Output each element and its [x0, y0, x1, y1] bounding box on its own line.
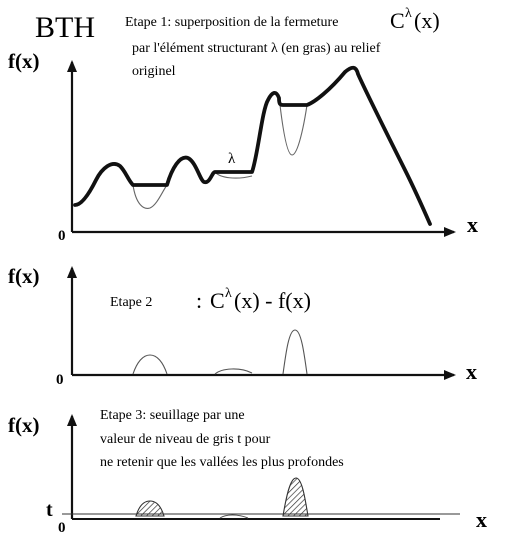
residue-bump-3	[282, 329, 308, 375]
step1-caption-line3: originel	[132, 64, 176, 79]
step2-colon: :	[196, 288, 202, 313]
thresholded-valley-2	[282, 477, 309, 517]
bth-logo: BTH	[35, 11, 95, 44]
panel1-origin-label: 0	[58, 228, 66, 244]
panel-1: f(x) 0 x λ	[8, 49, 478, 244]
threshold-label: t	[46, 499, 53, 521]
closure-superscript: λ	[405, 6, 412, 21]
thresholded-valley-1	[135, 500, 165, 517]
residue-bump-1	[132, 354, 168, 375]
step2-formula-c: C	[210, 288, 225, 313]
panel1-y-axis-label: f(x)	[8, 49, 39, 73]
panel3-y-axis-label: f(x)	[8, 413, 39, 437]
panel3-origin-label: 0	[58, 520, 66, 536]
panel2-y-axis-label: f(x)	[8, 264, 39, 288]
step1-caption-line2: par l'élément structurant λ (en gras) au…	[132, 41, 381, 56]
lambda-label: λ	[228, 151, 236, 167]
residue-bump-small	[219, 514, 249, 519]
panel-3: f(x) 0 t x Etape 3: seuillage par une va…	[8, 408, 487, 536]
panel2-x-axis-label: x	[466, 359, 477, 384]
panel1-x-axis-label: x	[467, 212, 478, 237]
step1-caption-line1: Etape 1: superposition de la fermeture	[125, 15, 338, 30]
step2-formula-superscript: λ	[225, 286, 232, 301]
step3-caption-line3: ne retenir que les vallées les plus prof…	[100, 455, 344, 470]
closure-argument: (x)	[414, 8, 440, 33]
closure-curve	[73, 65, 432, 226]
step2-formula-rest: (x) - f(x)	[234, 288, 311, 313]
step3-caption-line1: Etape 3: seuillage par une	[100, 408, 245, 423]
original-relief-curve	[132, 104, 308, 209]
closure-symbol: C	[390, 8, 405, 33]
panel2-origin-label: 0	[56, 372, 64, 388]
panel3-x-axis-label: x	[476, 507, 487, 532]
panel-2: f(x) 0 x Etape 2 : C λ (x) - f(x)	[8, 264, 477, 388]
step2-label: Etape 2	[110, 295, 152, 310]
step3-caption-line2: valeur de niveau de gris t pour	[100, 432, 271, 447]
residue-bump-2	[214, 368, 253, 375]
